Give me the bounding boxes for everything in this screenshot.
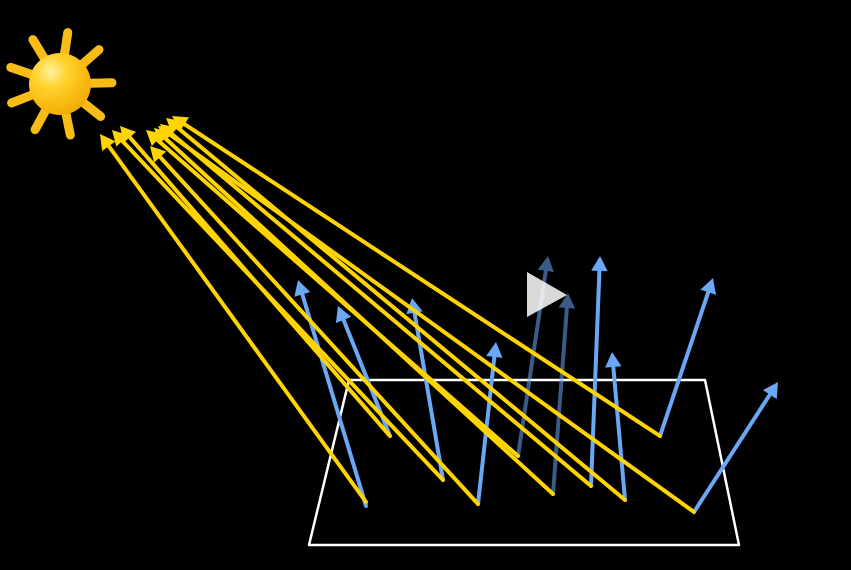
reflected-ray xyxy=(658,278,717,438)
incident-ray xyxy=(112,130,445,482)
reflected-ray xyxy=(551,293,576,496)
reflecting-surface xyxy=(307,378,741,547)
incident-rays xyxy=(100,116,696,514)
incident-ray xyxy=(154,128,555,496)
sun-ray-spike xyxy=(6,62,37,79)
sun-ray-spike xyxy=(85,78,117,88)
incident-ray xyxy=(150,146,480,506)
reflected-ray xyxy=(294,280,368,508)
reflected-ray xyxy=(605,352,627,502)
sun-icon xyxy=(6,28,117,140)
sun-ray-spike xyxy=(30,105,51,135)
reflected-ray xyxy=(692,382,778,514)
incident-ray xyxy=(100,134,368,504)
sun-ray-spike xyxy=(28,35,49,63)
reflected-ray xyxy=(589,256,608,488)
sun-ray-spike xyxy=(7,90,37,108)
sun-ray-spike xyxy=(61,108,75,140)
sun-ray-spike xyxy=(78,98,106,121)
sun-ray-spike xyxy=(59,28,73,59)
incident-ray xyxy=(158,126,696,514)
play-button[interactable] xyxy=(512,264,576,328)
incident-ray xyxy=(172,116,662,438)
sun-ray-spike xyxy=(78,45,104,69)
play-icon xyxy=(527,272,567,317)
